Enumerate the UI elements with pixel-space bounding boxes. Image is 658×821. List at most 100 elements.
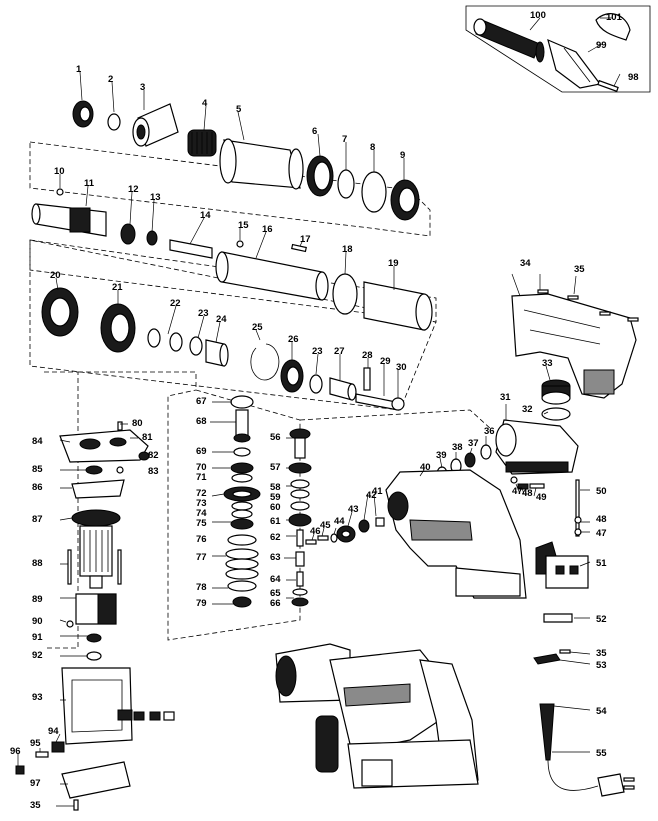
part-63-pin xyxy=(295,551,305,567)
part-83-ball xyxy=(116,466,124,474)
part-label: 5 xyxy=(236,104,242,115)
part-label: 16 xyxy=(262,224,273,235)
part-label: 98 xyxy=(628,72,639,83)
part-21-clutch xyxy=(100,303,136,353)
part-label: 99 xyxy=(596,40,607,51)
part-label: 89 xyxy=(32,594,43,605)
part-35c-screw xyxy=(599,311,611,316)
part-56-shaft xyxy=(289,428,311,459)
part-44-ring xyxy=(330,533,338,543)
part-22a-ring xyxy=(147,328,161,348)
part-4-spring xyxy=(187,129,217,157)
part-70-bearing xyxy=(230,462,254,474)
part-43-switch xyxy=(336,525,356,543)
part-28-pin xyxy=(363,367,371,391)
part-69-ring xyxy=(233,447,251,457)
part-label: 21 xyxy=(112,282,123,293)
part-label: 47 xyxy=(596,528,607,539)
brush-set xyxy=(133,711,175,721)
part-label: 13 xyxy=(150,192,161,203)
part-label: 29 xyxy=(380,356,391,367)
part-label: 44 xyxy=(334,516,345,527)
part-20-spring xyxy=(41,287,79,337)
part-label: 22 xyxy=(170,298,181,309)
part-label: 35 xyxy=(30,800,41,811)
part-label: 54 xyxy=(596,706,607,717)
part-label: 19 xyxy=(388,258,399,269)
frame-front-barrel xyxy=(29,141,431,237)
part-label: 49 xyxy=(536,492,547,503)
part-label: 95 xyxy=(30,738,41,749)
part-71-ring xyxy=(231,473,253,483)
frame-gear-stack xyxy=(167,389,301,641)
part-label: 52 xyxy=(596,614,607,625)
part-label: 12 xyxy=(128,184,139,195)
part-label: 43 xyxy=(348,504,359,515)
part-label: 83 xyxy=(148,466,159,477)
part-label: 9 xyxy=(400,150,405,161)
part-label: 32 xyxy=(522,404,533,415)
part-label: 27 xyxy=(334,346,345,357)
part-46-pin xyxy=(305,539,317,545)
part-label: 100 xyxy=(530,10,546,21)
part-51-switch-block xyxy=(535,541,589,589)
part-41-nut xyxy=(375,517,385,527)
part-12-ring xyxy=(120,223,136,245)
part-58-ring xyxy=(290,479,310,489)
part-label: 84 xyxy=(32,436,43,447)
part-label: 41 xyxy=(372,486,383,497)
part-label: 58 xyxy=(270,482,281,493)
part-73-ring xyxy=(231,501,253,511)
part-50-rod xyxy=(575,479,580,537)
part-5-housing xyxy=(219,138,304,190)
part-17-key xyxy=(291,243,307,253)
part-47-screw xyxy=(510,476,518,484)
part-label: 6 xyxy=(312,126,317,137)
part-52-clamp xyxy=(543,613,573,623)
part-25-circlip xyxy=(250,343,280,381)
part-label: 61 xyxy=(270,516,281,527)
part-6-ring xyxy=(306,155,334,197)
part-57-bearing xyxy=(288,462,312,474)
part-label: 86 xyxy=(32,482,43,493)
part-77a-disc xyxy=(225,548,259,560)
part-label: 62 xyxy=(270,532,281,543)
part-label: 75 xyxy=(196,518,207,529)
part-label: 78 xyxy=(196,582,207,593)
part-label: 40 xyxy=(420,462,431,473)
part-label: 88 xyxy=(32,558,43,569)
part-49-screw xyxy=(529,483,545,489)
part-label: 47 xyxy=(512,486,523,497)
part-label: 20 xyxy=(50,270,61,281)
part-label: 82 xyxy=(148,450,159,461)
part-label: 28 xyxy=(362,350,373,361)
part-label: 23 xyxy=(312,346,323,357)
part-76-disc xyxy=(227,534,257,546)
part-label: 53 xyxy=(596,660,607,671)
part-8-ring xyxy=(361,171,387,213)
part-34-handle-cover xyxy=(511,293,637,399)
part-label: 94 xyxy=(48,726,59,737)
part-label: 51 xyxy=(596,558,607,569)
part-label: 2 xyxy=(108,74,113,85)
right-housing-group xyxy=(305,289,639,797)
gear-stack-group xyxy=(223,395,312,608)
part-35d-screw xyxy=(627,317,639,322)
part-89-stator xyxy=(75,593,117,625)
part-1-cap xyxy=(72,100,94,128)
part-99-bracket xyxy=(547,38,602,89)
part-101-strap xyxy=(595,13,631,41)
part-65-ring xyxy=(292,588,308,596)
part-label: 39 xyxy=(436,450,447,461)
part-label: 8 xyxy=(370,142,375,153)
part-label: 4 xyxy=(202,98,208,109)
part-13-ring xyxy=(146,230,158,246)
part-label: 57 xyxy=(270,462,281,473)
part-label: 87 xyxy=(32,514,43,525)
part-24-bushing xyxy=(205,339,229,367)
part-95-screw xyxy=(35,751,49,758)
part-87-armature xyxy=(71,509,121,589)
part-9-bearing xyxy=(390,179,420,221)
part-31-gear-housing xyxy=(495,419,579,475)
